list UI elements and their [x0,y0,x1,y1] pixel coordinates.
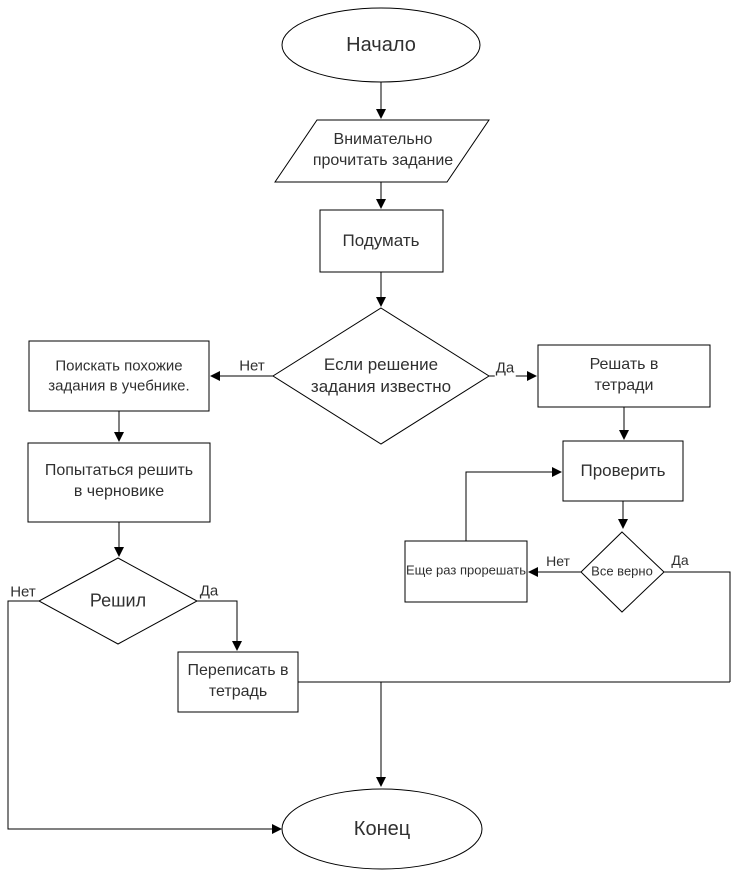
end-ellipse [281,788,483,870]
known-diamond [272,307,490,445]
edge-solved-no-to-end [7,600,282,834]
check-rect [562,440,684,502]
search-rect [28,340,210,412]
resolve-again-rect [404,540,528,603]
solved-diamond [37,557,199,645]
read-parallelogram [274,119,490,183]
start-ellipse [281,7,481,83]
edge-solved-yes-to-rewrite [197,600,242,651]
all-correct-diamond [580,531,665,613]
try-draft-rect [27,442,211,523]
edge-correct-yes-to-merge [664,571,731,682]
solve-notebook-rect [537,344,711,408]
think-rect [319,209,444,273]
edge-again-loop-to-check [465,467,562,541]
rewrite-rect [177,651,299,713]
